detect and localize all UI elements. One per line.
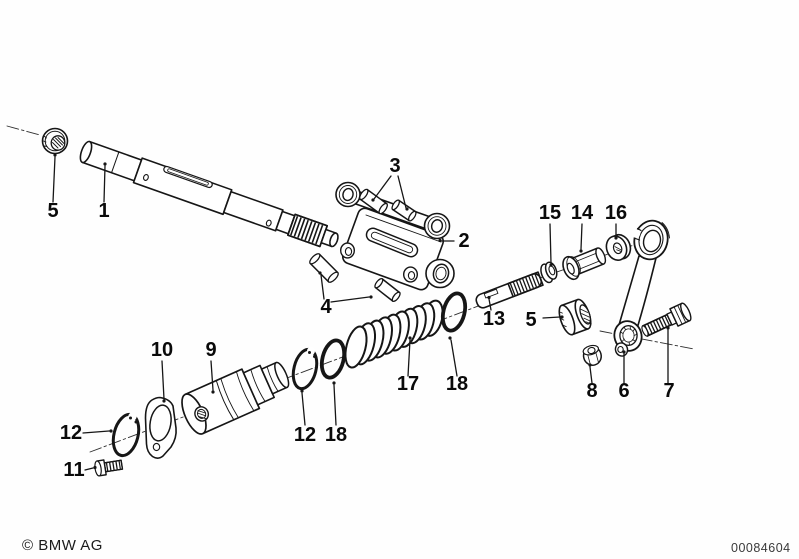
callout-4: 4 [320, 296, 332, 318]
callout-12-left: 12 [60, 422, 82, 444]
callout-15: 15 [539, 202, 561, 224]
part-bearing-rear [558, 298, 592, 336]
part-hex-bolt [641, 302, 692, 337]
callout-9: 9 [205, 339, 216, 361]
document-number: 00084604 [731, 541, 791, 555]
part-snapring-mid [291, 347, 319, 391]
part-detent-body [181, 361, 290, 435]
callout-16: 16 [605, 202, 627, 224]
part-cover-plate [144, 396, 177, 459]
part-screw [94, 459, 124, 477]
part-spring [344, 299, 444, 369]
callout-11: 11 [63, 459, 84, 481]
callout-18-left: 18 [325, 424, 347, 446]
callout-18-right: 18 [446, 373, 468, 395]
part-shift-arm [613, 219, 670, 357]
callout-17: 17 [397, 373, 419, 395]
leader-dots [53, 153, 670, 470]
callout-13: 13 [483, 308, 505, 330]
part-shaft [79, 140, 339, 248]
part-washer [605, 233, 632, 262]
callout-3: 3 [389, 155, 400, 177]
part-bracket [335, 181, 455, 291]
callout-5-rear: 5 [525, 309, 536, 331]
part-oring-left [319, 338, 347, 380]
callout-14: 14 [571, 202, 594, 224]
part-oring-right [440, 291, 468, 333]
leader-lines [52, 156, 669, 471]
callout-8: 8 [586, 380, 597, 402]
part-adjusting-sleeve [562, 247, 607, 281]
callout-2: 2 [458, 230, 469, 252]
copyright-text: © BMW AG [22, 537, 103, 554]
center-axis-lines [6, 125, 695, 453]
callout-7: 7 [663, 380, 674, 402]
callout-10: 10 [151, 339, 173, 361]
callout-5-front: 5 [47, 200, 58, 222]
callout-1: 1 [98, 200, 109, 222]
callout-6: 6 [618, 380, 629, 402]
part-hex-nut [582, 344, 602, 366]
part-bearing-front [41, 127, 69, 155]
callout-12-mid: 12 [294, 424, 316, 446]
part-adjusting-rod [475, 271, 544, 309]
part-snapring-left [111, 412, 141, 458]
